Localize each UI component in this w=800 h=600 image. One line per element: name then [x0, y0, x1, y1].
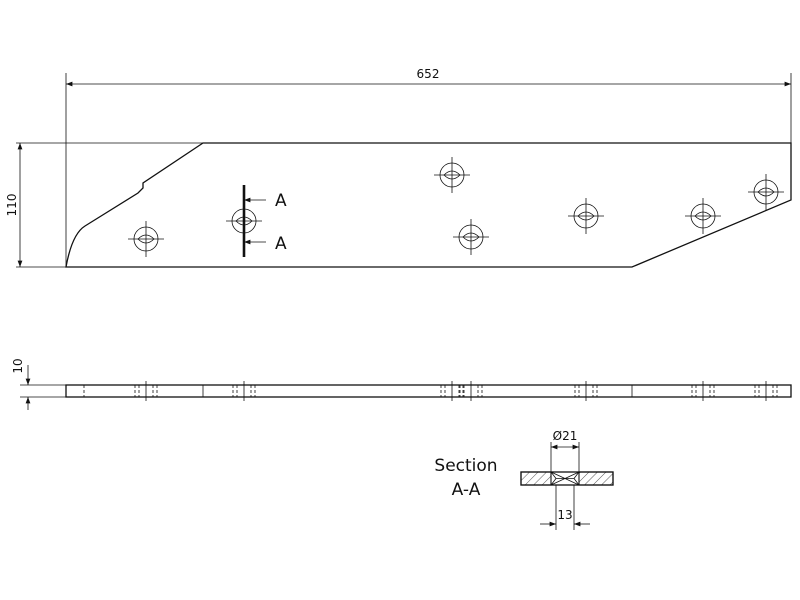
blade-side-profile — [65, 384, 792, 398]
side-view: 10 — [11, 358, 792, 410]
section-profile — [520, 471, 614, 486]
section-marker-lower: A — [275, 234, 287, 254]
section-marker-upper: A — [275, 191, 287, 211]
section-view: Section A-A Ø21 13 — [434, 429, 614, 530]
thickness-dimension: 10 — [11, 358, 66, 410]
section-title-line2: A-A — [452, 480, 481, 500]
height-value: 110 — [5, 194, 19, 217]
hole-6 — [685, 198, 721, 234]
length-dimension: 652 — [65, 67, 792, 267]
bore-diameter-value: Ø21 — [553, 429, 578, 443]
blade-outline — [65, 142, 792, 268]
hole-7 — [748, 174, 784, 210]
hole-3 — [434, 157, 470, 193]
section-title-line1: Section — [434, 456, 497, 476]
hole-1 — [128, 221, 164, 257]
height-dimension: 110 — [5, 142, 203, 268]
length-value: 652 — [417, 67, 440, 81]
hole-4 — [453, 219, 489, 255]
slot-width-value: 13 — [557, 508, 572, 522]
thickness-value: 10 — [11, 358, 25, 373]
countersink-profile — [550, 471, 580, 486]
hole-projections — [134, 381, 778, 401]
slot-width-dimension: 13 — [540, 485, 590, 530]
hole-5 — [568, 198, 604, 234]
section-cut-marker: A A — [242, 185, 287, 257]
top-view: A A 652 110 — [5, 67, 792, 268]
bore-diameter-dimension: Ø21 — [550, 429, 580, 472]
